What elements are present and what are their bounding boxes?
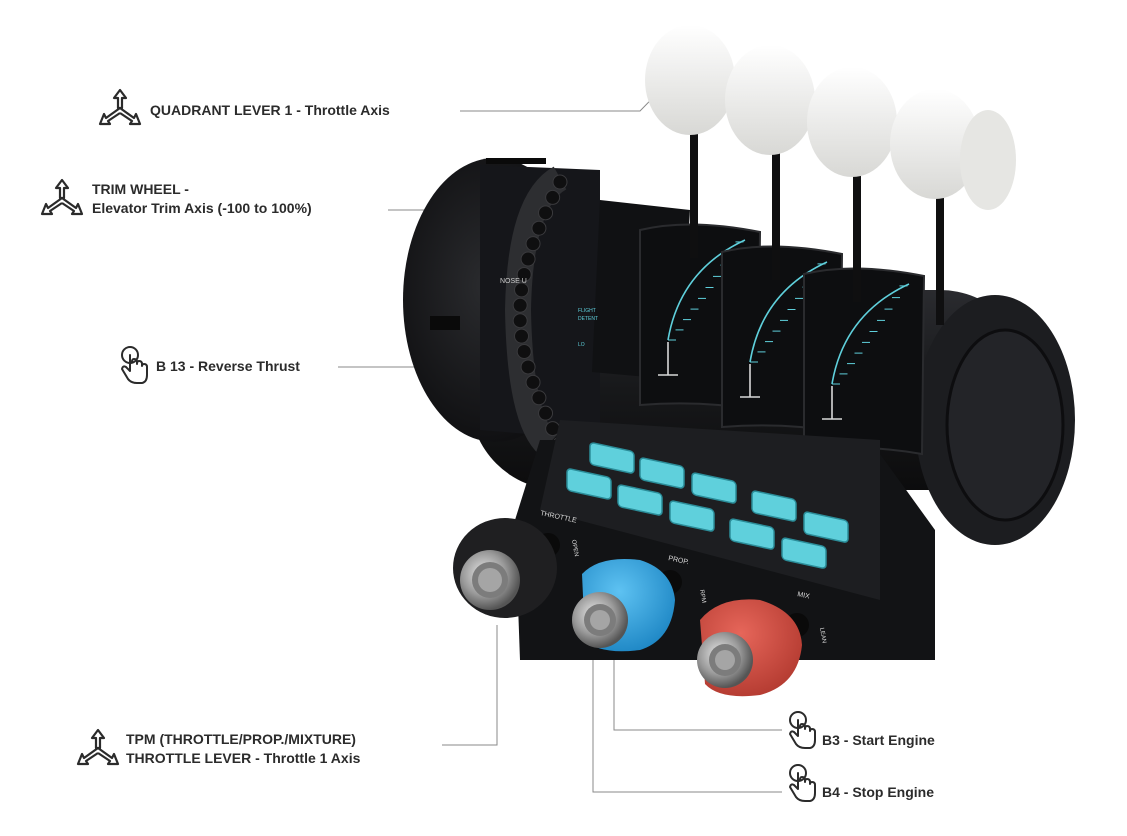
trim-wheel-nub [545,189,561,205]
cyan-button [803,511,849,543]
trim-wheel-nub [512,313,528,329]
cyan-button [729,518,775,550]
prop-label: PROP. [668,555,690,566]
cyan-button [566,468,612,500]
touch-icon [789,711,816,749]
lever-shaft-1 [690,128,698,258]
trim-wheel-nub [514,282,530,298]
nose-up-label: NOSE U [500,278,527,285]
trim-wheel-nub [516,344,532,360]
trim-wheel-nub [520,359,536,375]
cyan-button-grid [566,442,849,569]
lo-label: LO [578,342,585,348]
callout-reverse-thrust: B 13 - Reverse Thrust [156,357,300,376]
lever-shaft-4 [936,195,944,325]
cyan-button [781,537,827,569]
scale-arc [667,239,746,341]
lever-shaft-2 [772,150,780,280]
trim-wheel-title: TRIM WHEEL - [92,181,189,197]
cyan-button [691,472,737,504]
lever-handle [645,25,1016,210]
trim-wheel-nub [520,251,536,267]
trim-wheel-nub [552,174,568,190]
trim-wheel-nub [512,297,528,313]
tpm-knobs [453,518,809,697]
leader-line-tpm [442,625,498,746]
trim-wheel-nub [514,328,530,344]
right-cap-ring [945,328,1065,522]
scale-arc [749,261,828,363]
stop-engine-label: B4 - Stop Engine [822,784,934,800]
callout-quadrant-lever: QUADRANT LEVER 1 - Throttle Axis [150,101,390,120]
callout-stop-engine: B4 - Stop Engine [822,783,934,802]
cyan-button [751,490,797,522]
trim-wheel-nub [525,374,541,390]
tpm-title: TPM (THROTTLE/PROP./MIXTURE) [126,731,356,747]
top-slot [486,158,546,164]
trim-wheel-nub [538,405,554,421]
mixture-knob [697,599,809,697]
front-panel: THROTTLE OPEN PROP. RPM MIX LEAN [515,420,935,660]
rpm-label: RPM [698,589,706,603]
axis-icon [40,178,84,216]
lever-segment [803,267,926,456]
side-slot [430,316,460,330]
cyan-button [617,484,663,516]
trim-wheel-nub [525,236,541,252]
trim-wheel-axis: Elevator Trim Axis (-100 to 100%) [92,200,312,216]
cyan-button [589,442,635,474]
callout-tpm-lever: TPM (THROTTLE/PROP./MIXTURE) THROTTLE LE… [126,730,360,768]
cyan-button [639,457,685,489]
detent-label: DETENT [578,316,598,322]
touch-icon [121,346,148,384]
flight-label: FLIGHT [578,308,596,314]
open-label: OPEN [570,539,579,557]
quadrant-lever-label: QUADRANT LEVER 1 - Throttle Axis [150,102,390,118]
tpm-axis: THROTTLE LEVER - Throttle 1 Axis [126,750,361,766]
quadrant-levers [645,25,1016,325]
cyan-button [669,500,715,532]
callout-trim-wheel: TRIM WHEEL - Elevator Trim Axis (-100 to… [92,180,312,218]
lean-label: LEAN [818,627,827,643]
callout-start-engine: B3 - Start Engine [822,731,935,750]
touch-icon [789,764,816,802]
lever-shaft-3 [853,172,861,302]
reverse-thrust-label: B 13 - Reverse Thrust [156,358,300,374]
start-engine-label: B3 - Start Engine [822,732,935,748]
trim-wheel-nub [531,220,547,236]
prop-knob [572,558,682,652]
axis-icon [76,728,120,766]
throttle-knob [453,518,560,618]
mix-label: MIX [797,591,811,601]
trim-wheel-nub [516,266,532,282]
trim-wheel-nub [531,390,547,406]
trim-wheel-nub [538,205,554,221]
lever-segments: FLIGHT DETENT LO [578,200,926,456]
axis-icon [98,88,142,126]
scale-arc [831,283,910,385]
